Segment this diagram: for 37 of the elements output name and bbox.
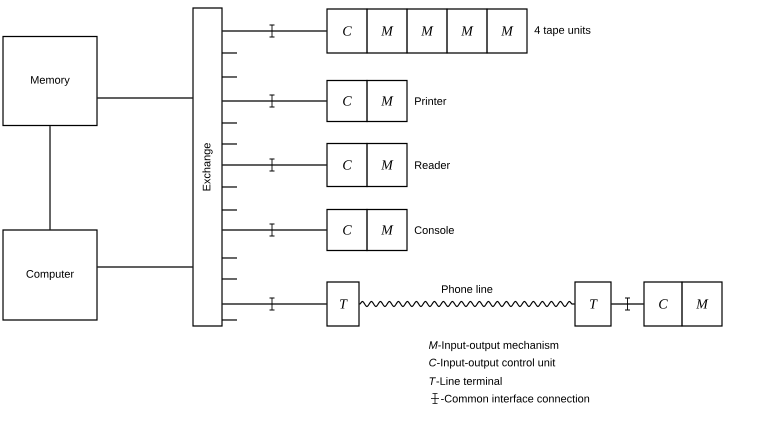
letter-cell: M <box>681 281 723 327</box>
connector <box>359 300 575 308</box>
edge-label: Phone line <box>440 284 494 294</box>
letter-cell: M <box>486 8 528 54</box>
device-label: Printer <box>415 96 446 106</box>
device-label: Console <box>414 226 454 234</box>
connector <box>222 164 326 166</box>
connector <box>222 30 326 32</box>
legend-entry: M-Input-output mechanism <box>428 340 558 352</box>
exchange-box: Exchange <box>192 7 223 327</box>
device-label: Reader <box>415 160 450 170</box>
connector <box>222 229 326 231</box>
connector <box>49 126 51 230</box>
letter-cell: C <box>326 142 368 188</box>
letter-cell: M <box>406 8 448 54</box>
letter-cell: C <box>326 8 368 54</box>
connector <box>222 100 326 102</box>
connector <box>222 303 326 305</box>
unit-box: Memory <box>2 36 98 126</box>
letter-cell: M <box>366 208 408 252</box>
letter-cell: C <box>326 208 368 252</box>
device-label: 4 tape units <box>534 26 590 36</box>
letter-cell: T <box>574 281 612 327</box>
letter-cell: T <box>326 281 360 327</box>
connector <box>98 97 192 99</box>
letter-cell: M <box>366 8 408 54</box>
legend-entry: T-Line terminal <box>430 376 502 386</box>
letter-cell: M <box>366 80 408 122</box>
connector <box>98 266 192 268</box>
letter-cell: C <box>326 80 368 122</box>
letter-cell: M <box>446 8 488 54</box>
letter-cell: C <box>643 281 683 327</box>
legend-entry: C-Input-output control unit <box>429 358 556 369</box>
connector <box>612 303 644 305</box>
legend-entry: -Common interface connection <box>441 394 590 403</box>
letter-cell: M <box>366 142 408 188</box>
unit-box: Computer <box>2 229 98 321</box>
